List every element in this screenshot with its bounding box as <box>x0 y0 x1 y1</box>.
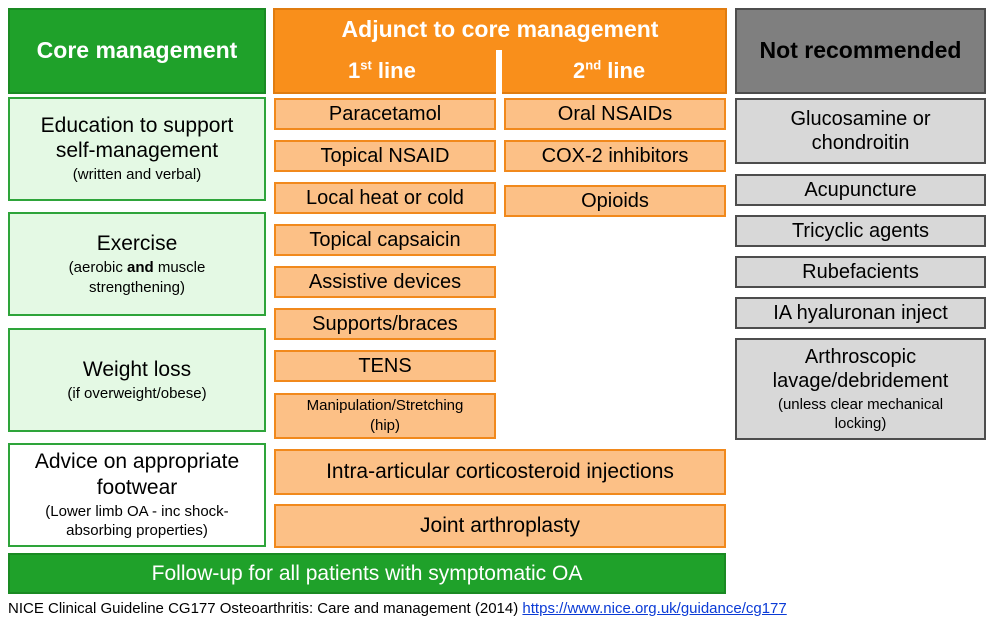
second-line-sup: nd <box>585 57 602 73</box>
follow-up-text: Follow-up for all patients with symptoma… <box>151 561 583 585</box>
follow-up-banner: Follow-up for all patients with symptoma… <box>8 553 726 594</box>
not-recommended-item-tricyclic: Tricyclic agents <box>735 215 986 247</box>
not-recommended-item-sub: (unless clear mechanical locking) <box>777 395 944 433</box>
not-recommended-item-label: Rubefacients <box>802 261 919 283</box>
core-management-header: Core management <box>8 8 266 94</box>
not-recommended-item-label: IA hyaluronan inject <box>773 302 948 324</box>
first-line-item-label: Manipulation/Stretching (hip) <box>306 396 464 434</box>
core-item-weight-loss-title: Weight loss <box>82 357 192 381</box>
core-item-education: Education to support self-management (wr… <box>8 97 266 201</box>
adjunct-wide-item-label: Joint arthroplasty <box>420 514 580 538</box>
first-line-item-capsaicin: Topical capsaicin <box>274 224 496 256</box>
adjunct-title: Adjunct to core management <box>341 16 659 42</box>
first-line-item-label: TENS <box>358 355 412 377</box>
not-recommended-title: Not recommended <box>759 37 962 64</box>
adjunct-item-arthroplasty: Joint arthroplasty <box>274 504 726 548</box>
not-recommended-item-glucosamine: Glucosamine or chondroitin <box>735 98 986 164</box>
not-recommended-item-label: Acupuncture <box>804 179 917 201</box>
not-recommended-item-label: Tricyclic agents <box>791 220 930 242</box>
first-line-item-heat-cold: Local heat or cold <box>274 182 496 214</box>
not-recommended-item-label: Glucosamine or chondroitin <box>790 108 931 154</box>
first-line-item-label: Topical NSAID <box>320 145 450 167</box>
first-line-item-paracetamol: Paracetamol <box>274 98 496 130</box>
not-recommended-item-hyaluronan: IA hyaluronan inject <box>735 297 986 329</box>
core-item-weight-loss: Weight loss (if overweight/obese) <box>8 328 266 432</box>
second-line-item-label: COX-2 inhibitors <box>541 145 689 167</box>
first-line-item-supports-braces: Supports/braces <box>274 308 496 340</box>
second-line-word: line <box>601 58 646 83</box>
second-line-item-label: Opioids <box>581 190 649 212</box>
first-line-word: line <box>371 58 416 83</box>
core-item-exercise-sub: (aerobic and muscle strengthening) <box>32 258 242 297</box>
second-line-item-cox2: COX-2 inhibitors <box>504 140 726 172</box>
first-line-item-manipulation: Manipulation/Stretching (hip) <box>274 393 496 439</box>
core-item-education-title: Education to support self-management <box>40 114 234 163</box>
not-recommended-header: Not recommended <box>735 8 986 94</box>
core-item-education-sub: (written and verbal) <box>72 166 202 184</box>
second-line-num: 2 <box>573 58 586 83</box>
core-item-footwear-sub: (Lower limb OA - inc shock-absorbing pro… <box>45 502 229 540</box>
first-line-item-label: Supports/braces <box>312 313 458 335</box>
second-line-item-opioids: Opioids <box>504 185 726 217</box>
second-line-item-label: Oral NSAIDs <box>557 103 673 125</box>
first-line-item-label: Assistive devices <box>308 271 462 293</box>
not-recommended-item-arthroscopic: Arthroscopic lavage/debridement (unless … <box>735 338 986 440</box>
core-item-exercise-sub-post: muscle strengthening) <box>89 259 206 296</box>
adjunct-item-corticosteroid: Intra-articular corticosteroid injection… <box>274 449 726 495</box>
core-item-footwear-title: Advice on appropriate footwear <box>34 450 240 499</box>
core-item-exercise-title: Exercise <box>96 231 178 255</box>
citation-text: NICE Clinical Guideline CG177 Osteoarthr… <box>8 600 523 617</box>
core-item-weight-loss-sub: (if overweight/obese) <box>67 384 207 402</box>
first-line-item-label: Paracetamol <box>328 103 442 125</box>
first-line-item-topical-nsaid: Topical NSAID <box>274 140 496 172</box>
core-item-footwear: Advice on appropriate footwear (Lower li… <box>8 443 266 547</box>
first-line-num: 1 <box>348 58 361 83</box>
core-item-exercise-sub-bold: and <box>127 259 154 277</box>
citation: NICE Clinical Guideline CG177 Osteoarthr… <box>8 600 787 617</box>
first-line-item-assistive-devices: Assistive devices <box>274 266 496 298</box>
second-line-item-oral-nsaids: Oral NSAIDs <box>504 98 726 130</box>
not-recommended-item-label: Arthroscopic lavage/debridement <box>772 345 949 392</box>
core-item-exercise: Exercise (aerobic and muscle strengtheni… <box>8 212 266 316</box>
not-recommended-item-rubefacients: Rubefacients <box>735 256 986 288</box>
second-line-heading: 2nd line <box>573 58 645 84</box>
first-line-item-label: Local heat or cold <box>306 187 464 209</box>
first-line-sup: st <box>360 57 372 73</box>
first-line-heading: 1st line <box>348 58 416 84</box>
first-line-item-label: Topical capsaicin <box>309 229 461 251</box>
adjunct-header-divider <box>496 50 502 94</box>
not-recommended-item-acupuncture: Acupuncture <box>735 174 986 206</box>
core-management-title: Core management <box>36 37 238 64</box>
core-item-exercise-sub-pre: (aerobic <box>68 259 127 277</box>
citation-link[interactable]: https://www.nice.org.uk/guidance/cg177 <box>522 600 787 617</box>
first-line-item-tens: TENS <box>274 350 496 382</box>
adjunct-wide-item-label: Intra-articular corticosteroid injection… <box>326 460 674 484</box>
